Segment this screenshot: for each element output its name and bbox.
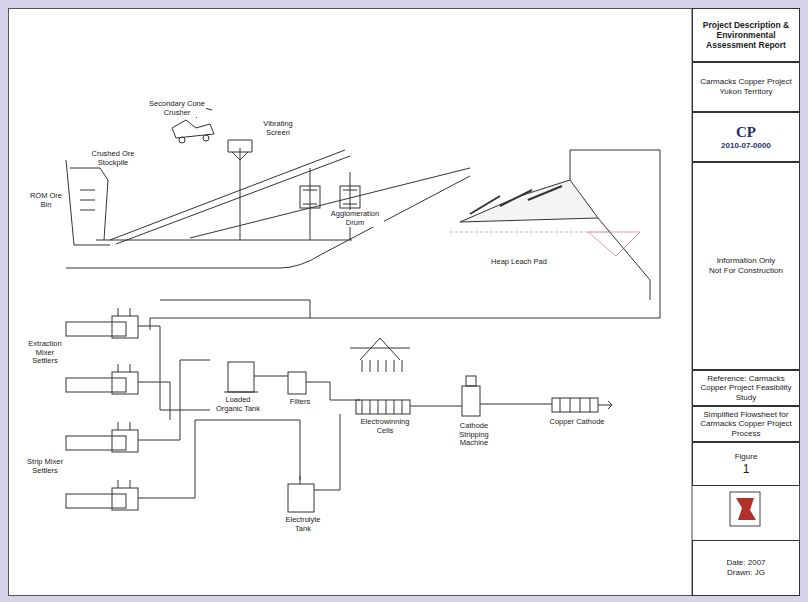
equipment-label: ROM Ore Bin (24, 192, 68, 209)
equipment-label: Loaded Organic Tank (212, 396, 264, 413)
equipment-label: Vibrating Screen (252, 120, 304, 137)
title-text: Not For Construction (709, 266, 783, 276)
equipment-label: Secondary Cone Crusher (148, 100, 206, 117)
equipment-label: Cathode Stripping Machine (444, 422, 504, 448)
equipment-label: Crushed Ore Stockpile (82, 150, 144, 167)
title-block-cell: Reference: Carmacks Copper Project Feasi… (692, 370, 800, 406)
title-block-cell: Project Description & Environmental Asse… (692, 8, 800, 62)
title-text: Information Only (717, 256, 776, 266)
title-block-cell: Date: 2007Drawn: JG (692, 540, 800, 596)
equipment-label: Heap Leach Pad (488, 258, 550, 267)
title-text: Simplified Flowsheet for Carmacks Copper… (696, 410, 796, 439)
title-block-cell: Simplified Flowsheet for Carmacks Copper… (692, 406, 800, 442)
title-block-cell: Carmacks Copper ProjectYukon Territory (692, 62, 800, 112)
title-text: Date: 2007 (726, 558, 765, 568)
equipment-label: Agglomeration Drum (326, 210, 384, 227)
title-text: Carmacks Copper Project (700, 77, 792, 87)
title-text: Figure (735, 452, 758, 462)
title-block-cell: Figure1 (692, 442, 800, 486)
equipment-label: Strip Mixer Settlers (24, 458, 66, 475)
equipment-label: Electrowinning Cells (352, 418, 418, 435)
equipment-label: Extraction Mixer Settlers (24, 340, 66, 366)
title-block-cell: Information OnlyNot For Construction (692, 162, 800, 370)
title-text: Project Description & Environmental Asse… (696, 20, 796, 51)
equipment-label: Filters (282, 398, 318, 407)
title-block-cell: CP2010-07-0000 (692, 112, 800, 162)
title-text: Yukon Territory (719, 87, 772, 97)
title-text: Drawn: JG (727, 568, 765, 578)
title-text: CP (736, 123, 756, 141)
equipment-label: Electrolyte Tank (280, 516, 326, 533)
equipment-label: Copper Cathode (548, 418, 606, 427)
title-text: Reference: Carmacks Copper Project Feasi… (696, 374, 796, 403)
title-text: 1 (743, 462, 750, 476)
sheet-border (8, 8, 800, 596)
title-text: 2010-07-0000 (721, 141, 771, 151)
